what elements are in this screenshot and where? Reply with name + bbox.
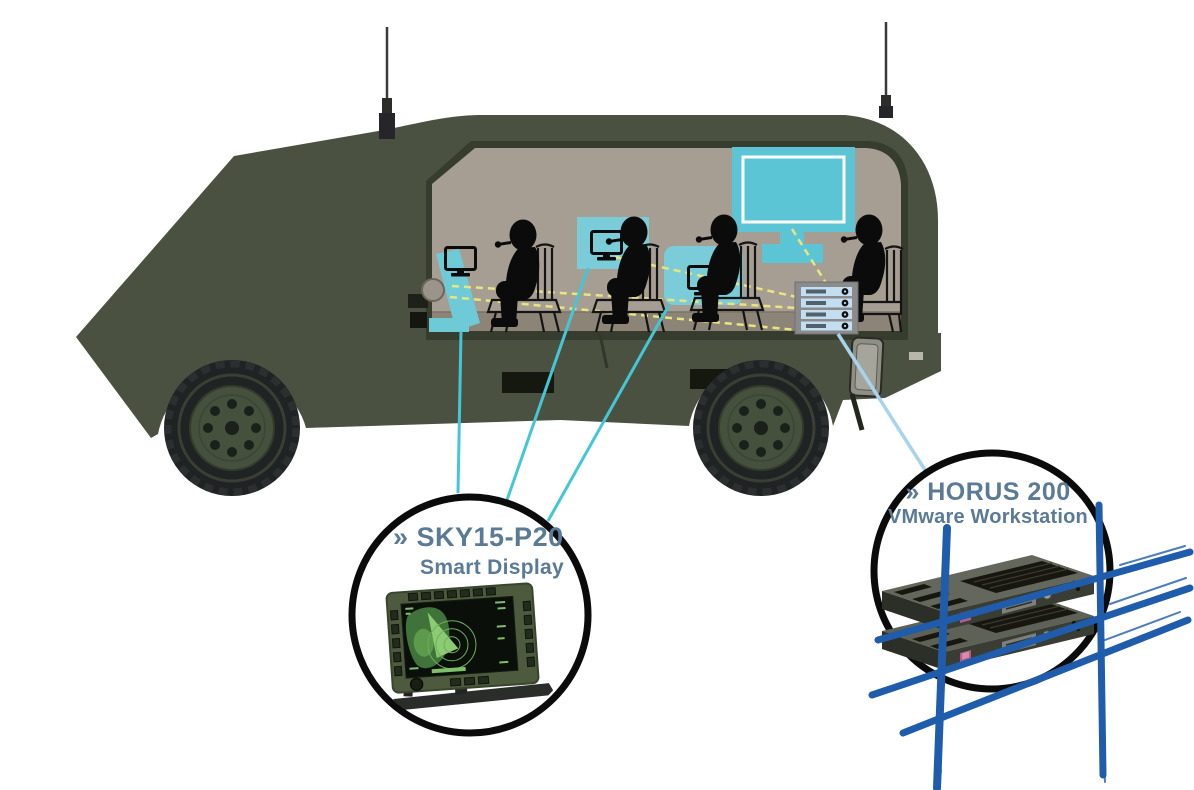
rear-strut	[849, 393, 865, 431]
wheel-icon	[164, 360, 300, 496]
bezel-knob	[409, 677, 424, 692]
steering-wheel-icon	[421, 278, 445, 302]
rugged-display-product-image	[385, 582, 556, 712]
brush-stroke-accents	[868, 501, 1194, 790]
server-rack-icon	[794, 281, 859, 335]
brush-stroke	[899, 616, 1192, 737]
antenna-icon	[879, 22, 893, 118]
server-rack-rows	[801, 287, 852, 331]
brush-stroke	[1095, 501, 1107, 779]
data-link-line	[790, 228, 828, 284]
sky15-title: » SKY15-P20	[393, 522, 564, 552]
brush-stroke	[868, 584, 1194, 699]
door-seam	[598, 333, 609, 369]
workstation-monitor-icon	[687, 265, 720, 296]
sky15-leader-line	[505, 267, 590, 501]
horus-leader-line	[836, 333, 927, 471]
horus-subtitle: VMware Workstation	[888, 506, 1088, 528]
crew-member-silhouette	[491, 219, 540, 327]
sky15-leader-line	[546, 304, 671, 522]
workstation-monitor-icon	[444, 246, 477, 277]
chair-icon	[689, 241, 765, 331]
wall-equipment-box-icon	[408, 294, 428, 308]
truck	[76, 22, 941, 496]
horus-title: » HORUS 200	[905, 478, 1070, 506]
workstation-monitor-icon	[590, 230, 623, 261]
callout-circle-sky15: » SKY15-P20 Smart Display	[348, 493, 592, 737]
cabin-floor	[432, 312, 901, 331]
callout-leader-lines	[456, 267, 927, 522]
callout-circle-horus: » HORUS 200 VMware Workstation	[868, 449, 1194, 790]
wall-equipment-box-icon	[410, 312, 427, 328]
rear-marker-light	[909, 352, 923, 360]
brush-stroke	[933, 524, 951, 790]
crew-member-silhouette	[602, 216, 651, 324]
sky15-subtitle: Smart Display	[420, 556, 564, 579]
wall-display-panel	[732, 147, 855, 263]
hull-step-box	[502, 372, 554, 393]
sky15-leader-line	[456, 330, 463, 494]
bezel-buttons	[389, 587, 536, 687]
antenna-icon	[379, 27, 395, 139]
radar-screen-graphic	[405, 600, 509, 674]
wheel-icon	[693, 360, 829, 496]
brush-stroke	[874, 548, 1194, 644]
rear-exhaust	[848, 336, 885, 398]
